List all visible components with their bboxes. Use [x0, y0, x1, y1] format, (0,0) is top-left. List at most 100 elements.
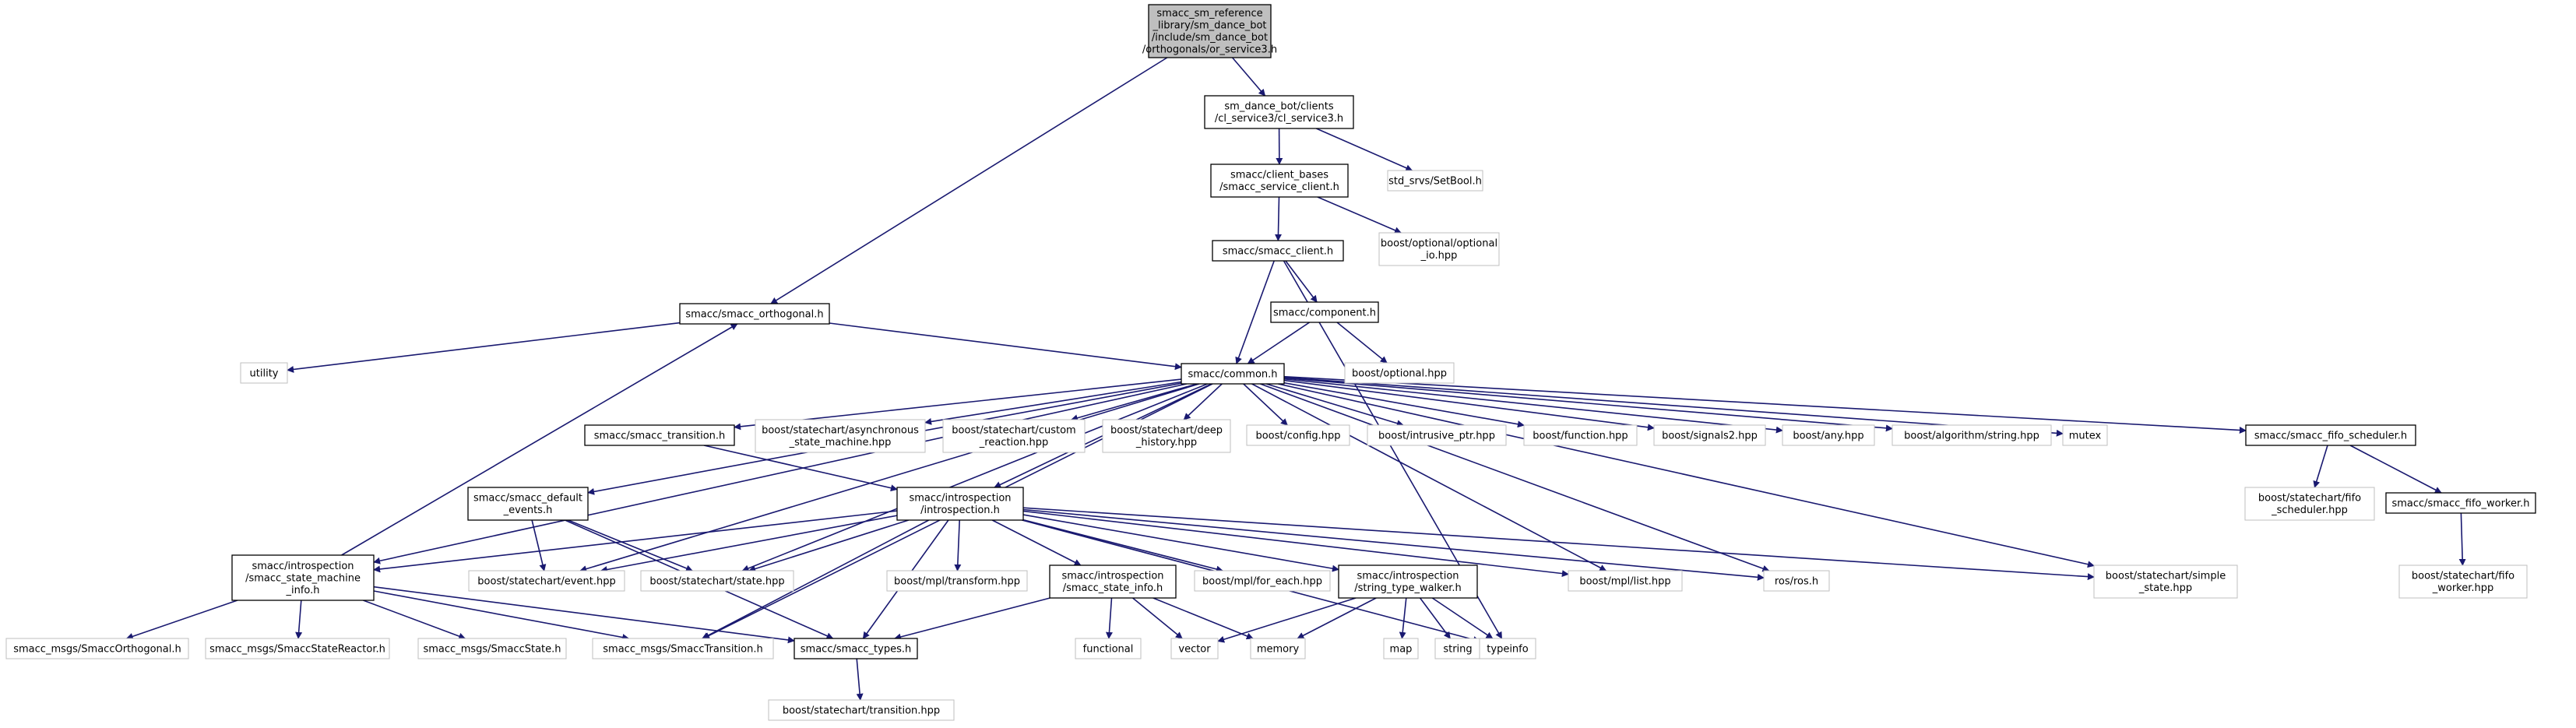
edge-default_events-to-event_hpp: [532, 520, 544, 571]
node-label-line: smacc_msgs/SmaccTransition.h: [603, 643, 762, 655]
node-label-line: boost/statechart/fifo: [2258, 493, 2361, 505]
node-smacc-orthogonal[interactable]: smacc/smacc_orthogonal.h: [680, 304, 829, 324]
node-label-line: _scheduler.hpp: [2271, 505, 2348, 516]
node-fifo-worker[interactable]: smacc/smacc_fifo_worker.h: [2386, 493, 2536, 513]
node-fifo-scheduler[interactable]: smacc/smacc_fifo_scheduler.h: [2246, 425, 2416, 445]
node-label-line: vector: [1178, 643, 1211, 655]
node-signals2: boost/signals2.hpp: [1654, 425, 1765, 445]
edge-root-to-cl_service3: [1233, 58, 1265, 96]
node-label-line: _state_machine.hpp: [789, 437, 892, 448]
node-label-line: smacc/smacc_transition.h: [594, 430, 726, 441]
node-common[interactable]: smacc/common.h: [1181, 364, 1284, 384]
node-string: string: [1435, 638, 1480, 659]
edge-smacc_types-to-sc_transition: [857, 659, 860, 700]
node-label-line: _state.hpp: [2138, 582, 2192, 594]
node-root[interactable]: smacc_sm_reference_library/sm_dance_bot/…: [1142, 5, 1277, 58]
node-default-events[interactable]: smacc/smacc_default_events.h: [468, 487, 588, 520]
node-label-line: /orthogonals/or_service3.h: [1142, 44, 1277, 56]
edge-smacc_service_client-to-optional_io: [1318, 197, 1401, 233]
node-event-hpp: boost/statechart/event.hpp: [469, 571, 625, 591]
edge-smacc_client-to-common: [1237, 261, 1274, 364]
edge-common-to-intrusive_ptr: [1266, 384, 1403, 425]
node-msg-reactor: smacc_msgs/SmaccStateReactor.h: [206, 638, 389, 659]
node-label-line: /smacc_state_info.h: [1063, 582, 1163, 594]
node-cl-service3[interactable]: sm_dance_bot/clients/cl_service3/cl_serv…: [1205, 96, 1353, 128]
edge-state_info-to-functional: [1109, 598, 1112, 638]
node-msg-orthogonal: smacc_msgs/SmaccOrthogonal.h: [6, 638, 188, 659]
node-simple-state: boost/statechart/simple_state.hpp: [2094, 565, 2237, 598]
node-deep-history: boost/statechart/deep_history.hpp: [1103, 420, 1230, 452]
node-label-line: smacc_sm_reference: [1156, 8, 1262, 19]
node-label-line: sm_dance_bot/clients: [1224, 101, 1333, 113]
node-component[interactable]: smacc/component.h: [1271, 302, 1378, 322]
nodes-layer: smacc_sm_reference_library/sm_dance_bot/…: [6, 5, 2536, 720]
node-label-line: smacc/introspection: [252, 561, 354, 572]
node-optional-io: boost/optional/optional_io.hpp: [1379, 233, 1499, 266]
node-vector: vector: [1171, 638, 1218, 659]
node-functional: functional: [1075, 638, 1141, 659]
node-boost-optional: boost/optional.hpp: [1345, 363, 1454, 383]
edges-layer: [127, 58, 2463, 700]
node-label-line: boost/optional.hpp: [1352, 368, 1447, 379]
edge-common-to-fifo_scheduler: [1284, 377, 2246, 431]
node-state-info[interactable]: smacc/introspection/smacc_state_info.h: [1050, 565, 1176, 598]
edge-type_walker-to-map: [1402, 598, 1406, 638]
edge-introspection-to-mpl_for_each: [1023, 520, 1223, 571]
node-label-line: /include/sm_dance_bot: [1152, 32, 1268, 44]
node-label-line: boost/statechart/simple: [2106, 571, 2226, 582]
node-msg-transition: smacc_msgs/SmaccTransition.h: [593, 638, 773, 659]
edge-smacc_orthogonal-to-utility: [287, 323, 680, 371]
node-label-line: mutex: [2069, 430, 2102, 441]
edge-introspection-to-mpl_transform: [958, 520, 960, 571]
node-label-line: map: [1390, 643, 1413, 655]
node-label-line: /smacc_state_machine: [245, 572, 361, 584]
node-smacc-transition[interactable]: smacc/smacc_transition.h: [585, 425, 734, 445]
node-label-line: typeinfo: [1487, 643, 1528, 655]
edge-fifo_scheduler-to-sc_fifo_scheduler: [2314, 445, 2328, 487]
node-label-line: boost/mpl/for_each.hpp: [1202, 575, 1322, 587]
node-label-line: boost/any.hpp: [1793, 430, 1863, 441]
edge-sm_info-to-msg_reactor: [298, 600, 301, 638]
edge-common-to-boost_function: [1284, 383, 1524, 426]
edge-root-to-smacc_orthogonal: [771, 58, 1167, 304]
node-label-line: _library/sm_dance_bot: [1152, 20, 1266, 32]
node-mpl-transform: boost/mpl/transform.hpp: [887, 571, 1027, 591]
node-mpl-for-each: boost/mpl/for_each.hpp: [1195, 571, 1330, 591]
node-smacc-service-client[interactable]: smacc/client_bases/smacc_service_client.…: [1211, 164, 1348, 197]
node-typeinfo: typeinfo: [1480, 638, 1536, 659]
node-smacc-client[interactable]: smacc/smacc_client.h: [1212, 241, 1343, 261]
node-map: map: [1384, 638, 1418, 659]
node-algo-string: boost/algorithm/string.hpp: [1892, 425, 2051, 445]
node-label-line: boost/mpl/list.hpp: [1579, 575, 1670, 587]
node-label-line: boost/algorithm/string.hpp: [1904, 430, 2039, 441]
node-sc-fifo-scheduler: boost/statechart/fifo_scheduler.hpp: [2245, 487, 2374, 520]
node-label-line: smacc_msgs/SmaccOrthogonal.h: [13, 643, 181, 655]
node-sm-info[interactable]: smacc/introspection/smacc_state_machine_…: [232, 555, 374, 600]
edge-state_info-to-vector: [1133, 598, 1183, 638]
node-label-line: _reaction.hpp: [979, 437, 1048, 448]
node-label-line: /cl_service3/cl_service3.h: [1215, 113, 1343, 125]
node-label-line: smacc/smacc_types.h: [801, 643, 911, 655]
edge-sm_info-to-msg_state: [363, 600, 465, 638]
node-label-line: boost/statechart/transition.hpp: [783, 705, 940, 716]
node-label-line: smacc/smacc_client.h: [1223, 245, 1333, 257]
edge-sm_info-to-smacc_types: [374, 587, 794, 641]
node-introspection[interactable]: smacc/introspection/introspection.h: [897, 487, 1023, 520]
node-label-line: std_srvs/SetBool.h: [1388, 175, 1482, 187]
node-async-sm: boost/statechart/asynchronous_state_mach…: [755, 420, 925, 452]
node-smacc-types[interactable]: smacc/smacc_types.h: [794, 638, 917, 659]
edge-common-to-state_hpp: [742, 384, 1207, 571]
node-boost-function: boost/function.hpp: [1524, 425, 1637, 445]
node-label-line: smacc/component.h: [1273, 307, 1376, 318]
edge-introspection-to-state_info: [992, 520, 1081, 565]
node-label-line: boost/statechart/fifo: [2412, 571, 2514, 582]
edge-smacc_orthogonal-to-common: [829, 323, 1181, 368]
node-type-walker[interactable]: smacc/introspection/string_type_walker.h: [1339, 565, 1477, 598]
node-label-line: boost/statechart/deep: [1110, 425, 1223, 437]
node-label-line: smacc_msgs/SmaccState.h: [424, 643, 561, 655]
node-boost-config: boost/config.hpp: [1247, 425, 1350, 445]
node-label-line: boost/statechart/custom: [952, 425, 1075, 437]
node-label-line: utility: [250, 368, 279, 379]
node-label-line: boost/statechart/event.hpp: [477, 575, 615, 587]
